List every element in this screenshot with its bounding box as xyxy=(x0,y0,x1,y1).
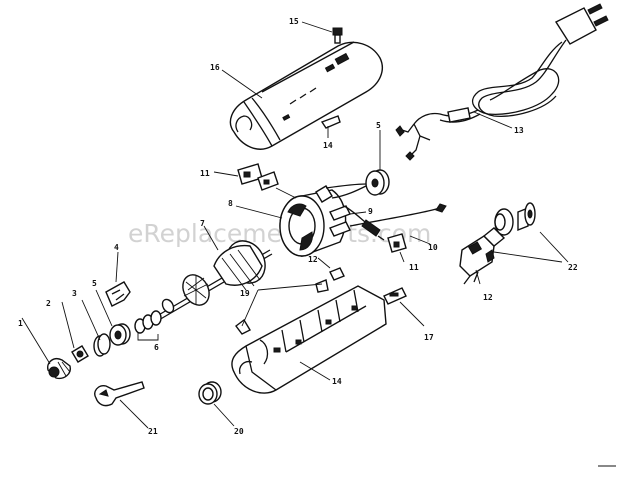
callout-7: 7 xyxy=(200,219,205,228)
part-upper-housing xyxy=(229,41,384,150)
part-band-ring xyxy=(198,381,222,405)
callout-22: 22 xyxy=(568,263,578,272)
part-plate xyxy=(383,287,407,305)
part-lower-housing xyxy=(231,285,387,394)
callout-14-top: 14 xyxy=(323,141,333,150)
part-bearing-set xyxy=(109,310,162,346)
part-motor-field xyxy=(279,183,447,258)
leader-lines xyxy=(21,21,569,429)
callout-9: 9 xyxy=(368,207,373,216)
part-switch xyxy=(459,227,506,285)
part-collet-cap xyxy=(47,358,71,380)
callout-15: 15 xyxy=(289,17,299,26)
part-grommet xyxy=(365,169,390,196)
part-terminal-block xyxy=(377,233,407,253)
callout-12-right: 12 xyxy=(483,293,493,302)
callout-17: 17 xyxy=(424,333,434,342)
part-power-cord xyxy=(395,3,609,161)
callout-labels: 15 16 14 5 13 11 8 9 10 11 12 12 22 7 4 … xyxy=(18,17,578,436)
part-armature xyxy=(149,240,273,325)
part-nut xyxy=(71,345,89,363)
callout-6: 6 xyxy=(154,343,159,352)
callout-8: 8 xyxy=(228,199,233,208)
callout-16: 16 xyxy=(210,63,220,72)
callout-21: 21 xyxy=(148,427,158,436)
callout-13: 13 xyxy=(514,126,524,135)
part-switch-knob xyxy=(494,202,536,236)
part-clip-top xyxy=(320,115,341,129)
callout-5-bottom: 5 xyxy=(92,279,97,288)
part-wire-connector xyxy=(343,205,381,237)
part-screw xyxy=(332,27,343,44)
callout-19: 19 xyxy=(240,289,250,298)
callout-11-bottom: 11 xyxy=(409,263,419,272)
callout-4: 4 xyxy=(114,243,119,252)
callout-1: 1 xyxy=(18,319,23,328)
callout-20: 20 xyxy=(234,427,244,436)
part-washer xyxy=(93,333,111,357)
callout-2: 2 xyxy=(46,299,51,308)
part-brush-holder xyxy=(237,163,279,191)
part-spring-clip xyxy=(105,281,131,307)
part-clips xyxy=(235,267,345,335)
callout-14-bottom: 14 xyxy=(332,377,342,386)
callout-5-top: 5 xyxy=(376,121,381,130)
callout-12-middle: 12 xyxy=(308,255,318,264)
callout-10: 10 xyxy=(428,243,438,252)
callout-11-top: 11 xyxy=(200,169,210,178)
callout-3: 3 xyxy=(72,289,77,298)
part-wrench xyxy=(94,381,145,407)
